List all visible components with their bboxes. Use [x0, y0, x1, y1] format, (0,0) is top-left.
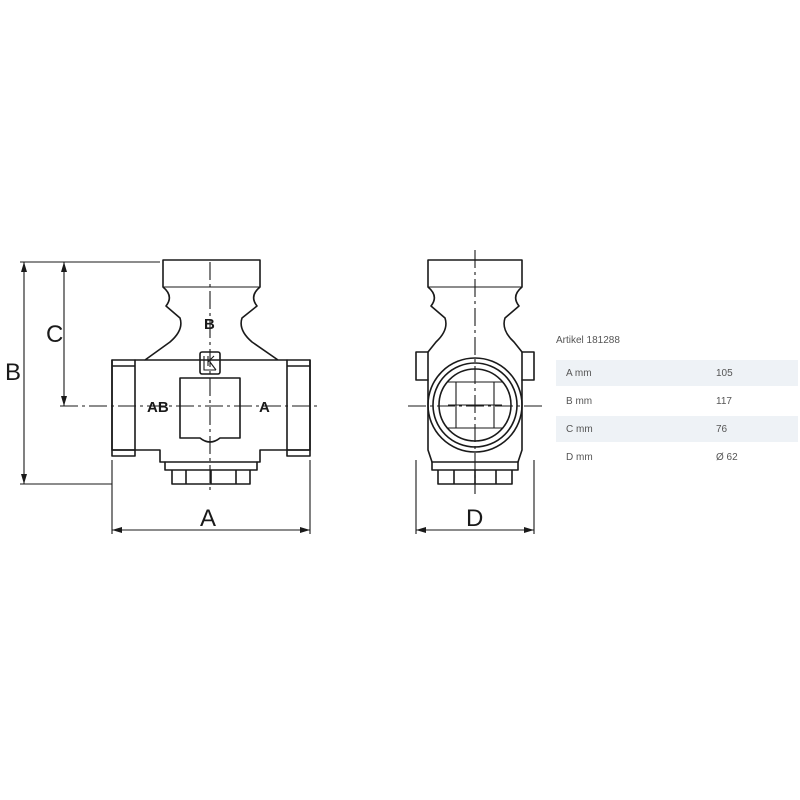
dim-c-arrow-top: [61, 262, 67, 272]
dim-b-label: B: [5, 359, 21, 386]
port-label-top: B: [204, 316, 215, 333]
side-right-boss: [521, 351, 535, 381]
dim-c-label: C: [46, 321, 63, 348]
dim-a-arrow-right: [300, 527, 310, 533]
dim-d-arrow-left: [416, 527, 426, 533]
dim-b-arrow-top: [21, 262, 27, 272]
side-outer-circle: [427, 357, 523, 453]
spec-title: Artikel 181288: [556, 335, 620, 346]
dim-a-arrow-left: [112, 527, 122, 533]
logo-mark: [203, 355, 217, 371]
spec-row-label: C mm: [556, 416, 706, 444]
dim-d-line: [415, 460, 535, 534]
spec-row-value: Ø 62: [706, 444, 798, 472]
spec-row-value: 105: [706, 360, 798, 388]
spec-row: A mm 105: [556, 360, 798, 388]
front-right-port: [286, 359, 311, 457]
spec-row: B mm 117: [556, 388, 798, 416]
spec-panel: Artikel 181288 A mm 105 B mm 117 C mm 76…: [556, 334, 798, 472]
spec-row-value: 117: [706, 388, 798, 416]
spec-row-label: D mm: [556, 444, 706, 472]
dim-d-arrow-right: [524, 527, 534, 533]
dim-a-label: A: [200, 505, 216, 532]
front-boss: [179, 377, 241, 443]
dim-d-label: D: [466, 505, 483, 532]
port-label-left: AB: [147, 399, 169, 416]
side-left-boss: [415, 351, 429, 381]
side-view: D: [408, 250, 542, 534]
spec-row-label: A mm: [556, 360, 706, 388]
port-label-right: A: [259, 399, 270, 416]
spec-row-label: B mm: [556, 388, 706, 416]
spec-row-value: 76: [706, 416, 798, 444]
front-valve-outline: [111, 259, 311, 463]
spec-row: C mm 76: [556, 416, 798, 444]
dim-c-arrow-bottom: [61, 396, 67, 406]
front-view: B AB A B C A: [5, 259, 318, 534]
front-bottom-stem: [164, 461, 258, 485]
dim-b-arrow-bottom: [21, 474, 27, 484]
spec-table: A mm 105 B mm 117 C mm 76 D mm Ø 62: [556, 360, 798, 472]
spec-row: D mm Ø 62: [556, 444, 798, 472]
dim-b-line: [20, 261, 160, 485]
front-left-port: [111, 359, 136, 457]
dim-a-line: [111, 460, 311, 534]
